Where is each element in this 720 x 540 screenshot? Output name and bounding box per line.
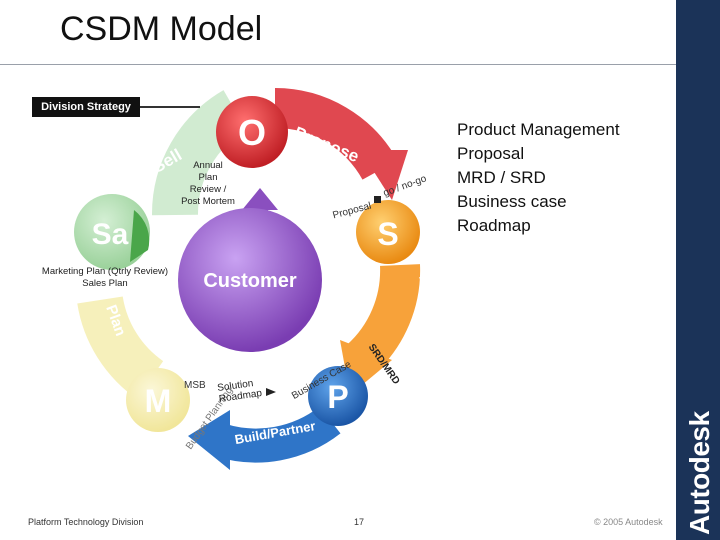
o-node <box>216 96 288 168</box>
marketing-plan-note: Marketing Plan (Qtrly Review) Sales Plan <box>30 266 180 290</box>
autodesk-logo: Autodesk <box>684 411 715 535</box>
marketing-line: Marketing Plan (Qtrly Review) <box>41 266 169 277</box>
footer-division: Platform Technology Division <box>28 517 144 527</box>
list-item: MRD / SRD <box>457 168 546 187</box>
p-node <box>308 366 368 426</box>
m-label: M <box>145 383 172 419</box>
list-item: Proposal <box>457 144 525 163</box>
product-management-list: Product Management Proposal MRD / SRD Bu… <box>457 118 620 238</box>
annual-line: Annual <box>193 160 223 171</box>
csdm-cycle-diagram: Customer O S P Sa M Propose Aggregate Bu… <box>74 88 451 470</box>
annual-line: Post Mortem <box>181 196 235 207</box>
m-node <box>126 368 190 432</box>
aggregate-label: Aggregate <box>415 273 451 349</box>
division-strategy-badge: Division Strategy <box>32 97 140 117</box>
sa-node-accent <box>130 210 150 262</box>
footer-copyright: © 2005 Autodesk <box>594 517 663 527</box>
list-item: Business case <box>457 192 567 211</box>
page-title: CSDM Model <box>60 10 263 48</box>
sa-label: Sa <box>92 218 129 251</box>
solution-marker <box>266 388 276 396</box>
up-arrow <box>242 188 278 220</box>
annual-plan-note: Annual Plan Review / Post Mortem <box>172 160 244 208</box>
customer-circle <box>178 208 322 352</box>
s-label: S <box>377 216 398 252</box>
go-nogo-marker <box>374 196 381 203</box>
customer-label: Customer <box>203 270 297 292</box>
s-node <box>356 200 420 264</box>
page-number: 17 <box>354 517 365 527</box>
list-item: Product Management <box>457 120 620 139</box>
aggregate-arrow-band <box>346 264 421 375</box>
o-label: O <box>238 112 266 153</box>
annual-line: Review / <box>189 184 227 195</box>
propose-arrowhead <box>360 150 408 200</box>
marketing-line: Sales Plan <box>82 278 128 289</box>
brand-sidebar <box>676 0 720 540</box>
p-label: P <box>327 379 348 415</box>
title-divider <box>0 64 676 65</box>
build-arrowhead <box>188 410 230 470</box>
list-item: Roadmap <box>457 216 531 235</box>
msb-label: MSB <box>184 380 206 391</box>
build-arrow-band <box>214 406 341 463</box>
annual-line: Plan <box>198 172 218 183</box>
